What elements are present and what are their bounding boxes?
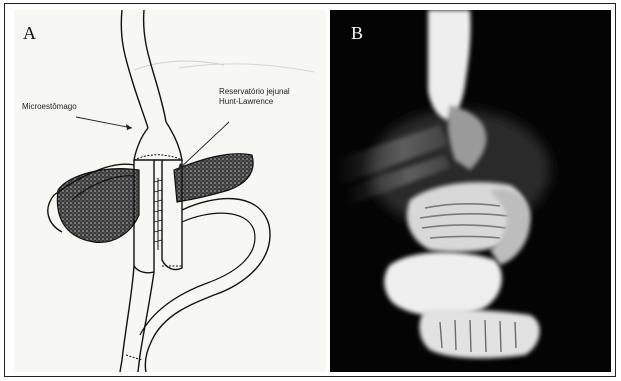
- arrow-micro: [76, 117, 132, 128]
- reservatorio-label: Reservatório jejunal Hunt-Lawrence: [219, 87, 309, 107]
- surgical-diagram: [14, 10, 326, 372]
- contrast-esophagus: [428, 10, 471, 120]
- descending-limb-left: [120, 266, 134, 372]
- faint-arc: [179, 64, 314, 72]
- pancreas-left-segment: [57, 169, 139, 243]
- panel-b-label: B: [351, 24, 363, 42]
- contrast-distal-jejunum: [419, 309, 539, 358]
- panel-b-xray: B: [330, 10, 611, 372]
- faint-arc: [134, 61, 224, 70]
- arrow-head: [126, 124, 132, 130]
- pancreas-right-segment: [174, 154, 253, 202]
- microestomago-label: Microestômago: [22, 102, 77, 112]
- xray-image: [330, 10, 611, 372]
- figure-frame: A Microestômago Reservatório jejunal Hun…: [4, 3, 616, 377]
- anastomosis-stitches: [134, 155, 182, 160]
- panel-a-drawing: A Microestômago Reservatório jejunal Hun…: [14, 10, 326, 372]
- contrast-lower-pouch: [384, 252, 502, 316]
- panel-a-label: A: [23, 24, 36, 42]
